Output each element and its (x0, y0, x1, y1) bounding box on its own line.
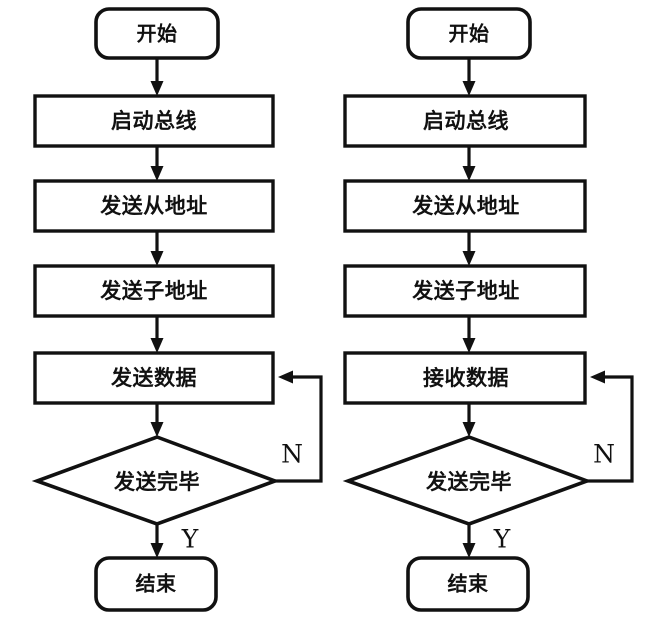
left-flowchart: 开始 启动总线 发送从地址 (31, 7, 323, 612)
arrow-icon (150, 338, 164, 353)
node-step1-left[interactable]: 启动总线 (33, 94, 275, 148)
connector-yes-right (462, 524, 476, 558)
branch-label-no-left: N (281, 440, 303, 469)
node-end-right[interactable]: 结束 (406, 556, 530, 612)
node-label-step1-right: 启动总线 (423, 109, 509, 133)
arrow-icon (462, 338, 476, 353)
connector-step4-decision-right (462, 403, 476, 437)
process-shape-step1-right (343, 94, 587, 148)
node-label-step3-right: 发送子地址 (411, 279, 520, 303)
connector-start-step1-right (462, 58, 476, 96)
arrow-icon (462, 422, 476, 437)
node-label-step1-left: 启动总线 (111, 109, 197, 133)
connector-step3-step4-left (150, 316, 164, 353)
process-shape-step2-left (33, 179, 275, 233)
node-step2-left[interactable]: 发送从地址 (33, 179, 275, 233)
node-label-step4-right: 接收数据 (423, 366, 509, 390)
process-shape-step4-right (343, 351, 587, 405)
arrow-icon (278, 370, 293, 384)
node-label-step2-right: 发送从地址 (411, 194, 520, 218)
terminal-shape-end-left (94, 556, 218, 612)
right-flowchart: 开始 启动总线 发送从地址 (342, 7, 634, 612)
terminal-shape-end-right (406, 556, 530, 612)
arrow-icon (462, 251, 476, 266)
node-label-step3-left: 发送子地址 (99, 279, 208, 303)
node-label-end-right: 结束 (448, 572, 490, 596)
node-step2-right[interactable]: 发送从地址 (343, 179, 587, 233)
node-label-decision-left: 发送完毕 (113, 470, 200, 494)
connector-step2-step3-right (462, 231, 476, 266)
connector-start-step1-left (150, 58, 164, 96)
connector-step4-decision-left (150, 403, 164, 437)
node-label-decision-right: 发送完毕 (425, 470, 512, 494)
node-end-left[interactable]: 结束 (94, 556, 218, 612)
node-start-right[interactable]: 开始 (406, 7, 532, 60)
node-step4-left[interactable]: 发送数据 (33, 351, 275, 405)
arrow-icon (150, 166, 164, 181)
node-label-start-left: 开始 (137, 22, 178, 46)
arrow-icon (150, 251, 164, 266)
node-decision-right[interactable]: 发送完毕 (342, 435, 593, 526)
branch-label-no-right: N (593, 440, 615, 469)
arrow-icon (150, 81, 164, 96)
node-label-step4-left: 发送数据 (110, 366, 197, 390)
process-shape-step3-left (33, 264, 275, 318)
node-label-start-right: 开始 (449, 22, 490, 46)
connector-step1-step2-right (462, 146, 476, 181)
branch-label-yes-right: Y (493, 525, 511, 554)
node-step3-right[interactable]: 发送子地址 (343, 264, 587, 318)
connector-yes-left (150, 524, 164, 558)
arrow-icon (462, 81, 476, 96)
node-step1-right[interactable]: 启动总线 (343, 94, 587, 148)
node-step4-right[interactable]: 接收数据 (343, 351, 587, 405)
arrow-icon (462, 166, 476, 181)
node-decision-left[interactable]: 发送完毕 (31, 435, 281, 526)
arrow-icon (150, 422, 164, 437)
arrow-icon (590, 370, 605, 384)
node-step3-left[interactable]: 发送子地址 (33, 264, 275, 318)
node-label-step2-left: 发送从地址 (99, 194, 208, 218)
node-start-left[interactable]: 开始 (94, 7, 220, 60)
connector-step2-step3-left (150, 231, 164, 266)
connector-step3-step4-right (462, 316, 476, 353)
arrow-icon (462, 543, 476, 558)
process-shape-step2-right (343, 179, 587, 233)
connector-no-loop-right (587, 370, 634, 483)
branch-label-yes-left: Y (181, 525, 199, 554)
node-label-end-left: 结束 (136, 572, 177, 596)
connector-step1-step2-left (150, 146, 164, 181)
process-shape-step4-left (33, 351, 275, 405)
process-shape-step3-right (343, 264, 587, 318)
arrow-icon (150, 543, 164, 558)
process-shape-step1-left (33, 94, 275, 148)
connector-no-loop-left (275, 370, 323, 483)
